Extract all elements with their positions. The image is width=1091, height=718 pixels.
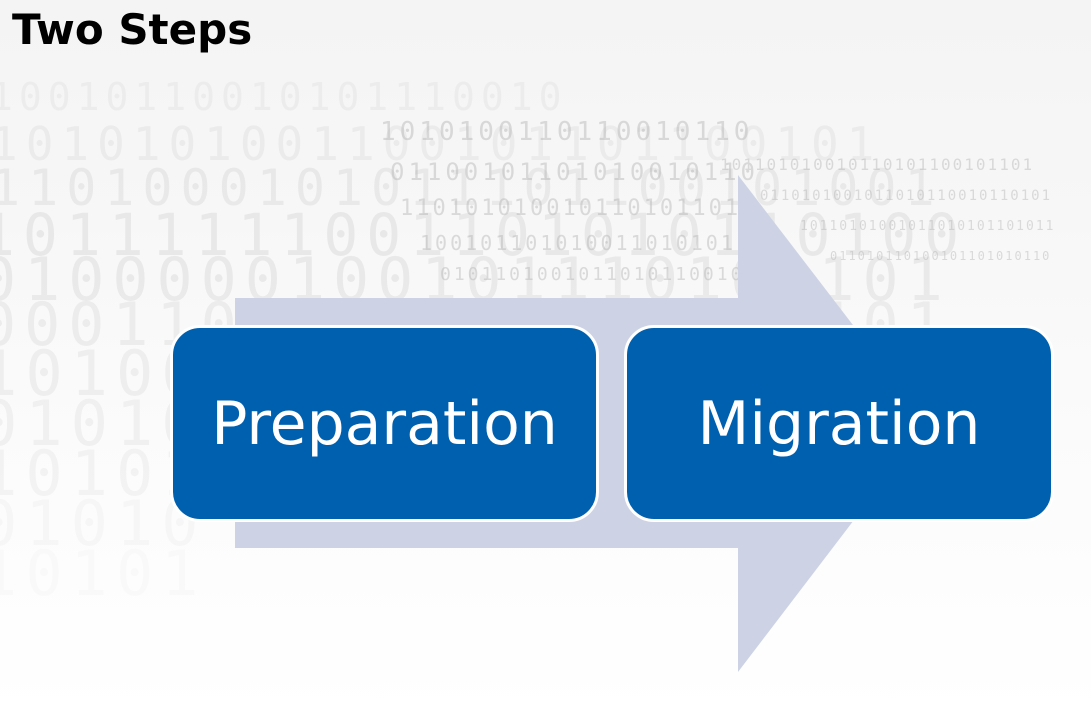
svg-text:011010110100101101010110: 011010110100101101010110 — [830, 249, 1051, 263]
svg-text:01010: 01010 — [0, 387, 207, 460]
svg-text:10101: 10101 — [0, 537, 207, 610]
svg-text:1010100110110010110: 1010100110110010110 — [380, 117, 753, 147]
svg-text:10010110101001101010110: 10010110101001101010110 — [420, 231, 766, 255]
slide-title: Two Steps — [12, 5, 253, 54]
step-preparation-label: Preparation — [211, 388, 558, 459]
step-migration-label: Migration — [697, 388, 981, 459]
svg-text:01010: 01010 — [0, 487, 207, 560]
svg-text:10110101001011010101101011: 10110101001011010101101011 — [800, 219, 1056, 234]
svg-text:10010110010101110010: 10010110010101110010 — [0, 75, 568, 119]
step-preparation: Preparation — [170, 325, 599, 522]
step-migration: Migration — [624, 325, 1054, 522]
svg-text:1010101001100101101100101: 1010101001100101101100101 — [0, 117, 882, 171]
svg-text:10100: 10100 — [0, 337, 207, 410]
svg-text:1101000101011101100101001: 1101000101011101100101001 — [0, 159, 943, 217]
svg-text:1101010100101101011010: 1101010100101101011010 — [400, 196, 757, 221]
svg-text:010110100101101011001011: 010110100101101011001011 — [440, 264, 772, 285]
svg-text:10101: 10101 — [0, 437, 207, 510]
svg-text:0110101001011010110010110101: 0110101001011010110010110101 — [760, 188, 1052, 204]
svg-text:101101010010110101100101101: 101101010010110101100101101 — [720, 155, 1034, 174]
svg-text:01100101101010010110: 01100101101010010110 — [390, 158, 759, 186]
